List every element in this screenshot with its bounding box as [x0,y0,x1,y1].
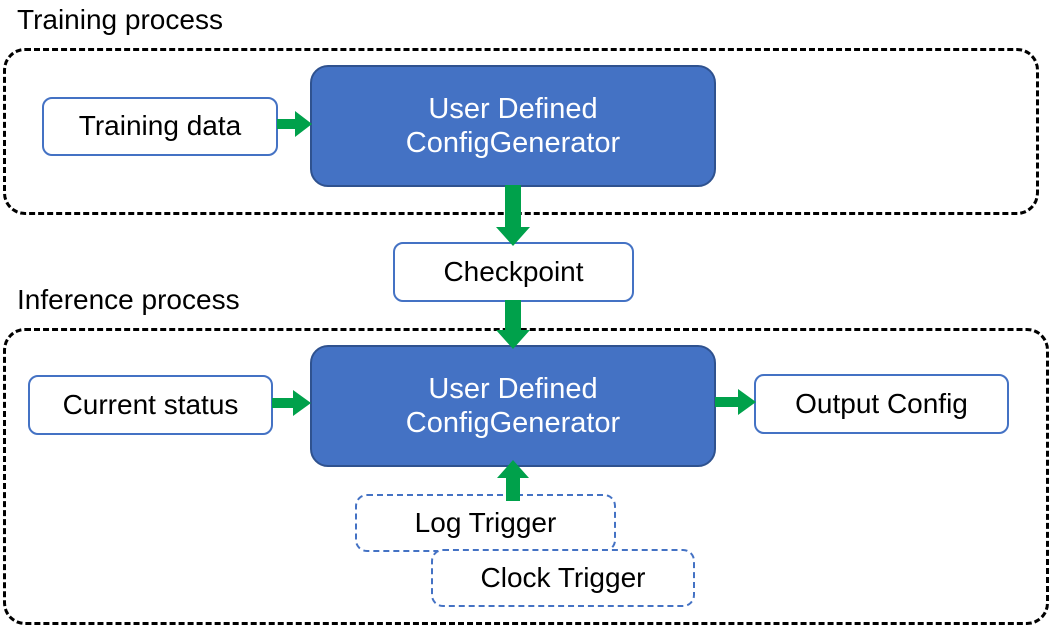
node-current-status[interactable]: Current status [28,375,273,435]
node-user-defined-configgenerator-inference[interactable]: User Defined ConfigGenerator [310,345,716,467]
node-clock-trigger[interactable]: Clock Trigger [431,549,695,607]
arrow-current-status-to-generator-icon [272,389,312,417]
node-user-defined-configgenerator-training[interactable]: User Defined ConfigGenerator [310,65,716,187]
inference-process-container [3,328,1049,625]
generator-infer-line-2: ConfigGenerator [405,407,621,439]
node-log-trigger[interactable]: Log Trigger [355,494,616,552]
node-training-data[interactable]: Training data [42,97,278,156]
arrow-generator-to-checkpoint-icon [495,185,531,247]
arrow-triggers-to-generator-icon [496,460,530,502]
training-process-title: Training process [17,4,223,35]
arrow-generator-to-output-config-icon [715,388,757,416]
generator-infer-line-1: User Defined [428,372,598,405]
arrow-training-data-to-generator-icon [277,110,313,138]
arrow-checkpoint-to-generator-icon [495,300,531,350]
inference-process-title: Inference process [17,284,240,315]
generator-train-line-2: ConfigGenerator [405,127,621,159]
generator-train-line-1: User Defined [428,92,598,125]
node-checkpoint[interactable]: Checkpoint [393,242,634,302]
node-output-config[interactable]: Output Config [754,374,1009,434]
